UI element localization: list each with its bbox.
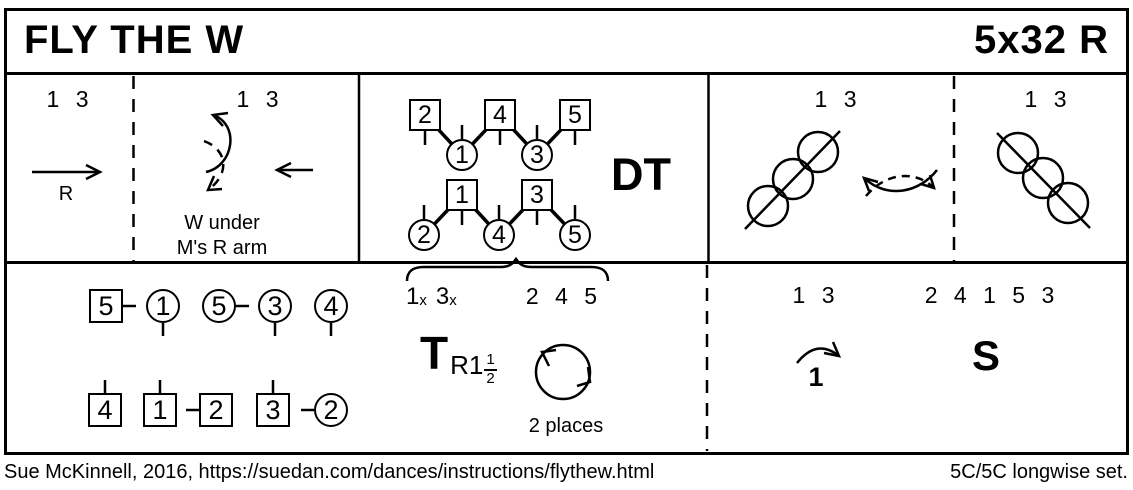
crossed-couple-3: 3	[435, 283, 450, 310]
turn-letter: T	[420, 327, 449, 379]
double-triangles-ticks	[422, 125, 577, 225]
dt-woman-4: 4	[483, 219, 515, 251]
formation-square-1: 1	[143, 393, 177, 427]
formation-circle-5: 5	[202, 289, 236, 323]
rotate-caption: 2 places	[528, 415, 604, 437]
turn-fraction: 1 2	[484, 352, 497, 387]
crossed-couple-1: 1	[406, 283, 420, 310]
formation-square-3: 3	[256, 393, 290, 427]
bar2-couples-label: 1 3	[236, 86, 284, 112]
rotate-circle-icon	[534, 343, 592, 401]
bar4-couples-label: 1 3	[814, 86, 862, 112]
fraction-denominator: 2	[486, 369, 495, 387]
cast-places-number: 1	[808, 362, 824, 392]
formation-square-2: 2	[199, 393, 233, 427]
bar2-caption-line1: W under	[184, 212, 260, 234]
finish-order-label: 2 4 1 5 3	[924, 282, 1060, 308]
dt-man-4: 4	[484, 99, 516, 131]
formation-ticks	[103, 304, 333, 412]
dt-man-2: 2	[409, 99, 441, 131]
grid-lines	[4, 8, 1129, 455]
set-type-label: 5C/5C longwise set.	[950, 461, 1128, 483]
dt-woman-5: 5	[559, 219, 591, 251]
turn-subscript: R1	[450, 350, 484, 380]
dt-man-1: 1	[446, 179, 478, 211]
crossed-mark-1: x	[419, 292, 427, 309]
cast-arrow-icon	[796, 341, 842, 364]
cross-arrows-icon	[861, 169, 938, 197]
dance-title: FLY THE W	[24, 18, 245, 62]
travel-right-arrow-icon	[32, 163, 103, 181]
bar1-couples-label: 1 3	[46, 86, 94, 112]
formation-square-5: 5	[89, 289, 123, 323]
credit-line: Sue McKinnell, 2016, https://suedan.com/…	[4, 461, 655, 483]
formation-square-4: 4	[88, 393, 122, 427]
brace-icon	[405, 256, 610, 282]
dt-man-3: 3	[521, 179, 553, 211]
balance-in-line-icon	[744, 130, 841, 230]
set-letter: S	[971, 332, 1001, 379]
dt-woman-1: 1	[446, 139, 478, 171]
bar5-couples-label: 1 3	[1024, 86, 1072, 112]
dt-woman-3: 3	[521, 139, 553, 171]
dt-woman-2: 2	[408, 219, 440, 251]
turn-right-one-and-half: T R1 1 2	[420, 330, 497, 387]
formation-circle-1: 1	[146, 289, 180, 323]
turn-under-arrows-icon	[203, 111, 313, 192]
line-of-three-icon	[996, 131, 1091, 229]
double-triangles-label: DT	[611, 149, 671, 200]
uncrossed-couples-label: 2 4 5	[525, 283, 603, 309]
formation-circle-2: 2	[314, 393, 348, 427]
bar1-hand-label: R	[58, 183, 74, 205]
formation-circle-3: 3	[258, 289, 292, 323]
crossed-mark-3: x	[449, 292, 457, 309]
bar2-caption-line2: M's R arm	[176, 237, 268, 259]
formation-circle-4: 4	[314, 289, 348, 323]
cast-couples-label: 1 3	[792, 282, 840, 308]
repeat-code: 5x32 R	[974, 18, 1109, 62]
fraction-numerator: 1	[484, 352, 497, 371]
dt-man-5: 5	[559, 99, 591, 131]
